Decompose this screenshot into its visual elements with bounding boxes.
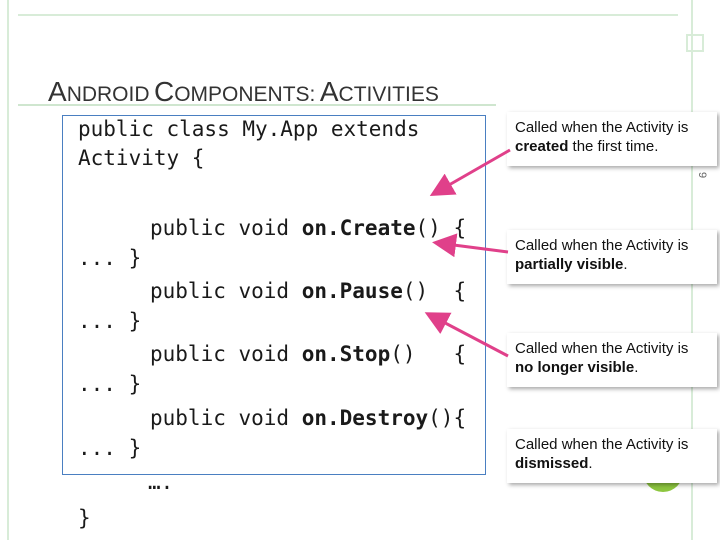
title-underline: [18, 104, 496, 106]
callout-created: Called when the Activity is created the …: [507, 112, 717, 166]
callout-dismissed: Called when the Activity is dismissed.: [507, 429, 717, 483]
top-rule: [18, 14, 678, 16]
method-onpause-close: ... }: [78, 309, 142, 333]
arrow-to-oncreate: [429, 148, 511, 196]
arrow-to-onpause: [432, 233, 509, 258]
code-final-brace: }: [78, 506, 91, 530]
slide-title: ANDROID COMPONENTS: ACTIVITIES: [48, 76, 439, 107]
method-onstop-close: ... }: [78, 372, 142, 396]
code-box: [62, 115, 486, 475]
method-onpause: public void on.Pause() {: [150, 279, 467, 303]
code-ellipsis: ….: [148, 470, 174, 494]
method-ondestroy: public void on.Destroy(){: [150, 406, 467, 430]
code-class-line: public class My.App extends: [78, 117, 420, 141]
callout-no-longer-visible: Called when the Activity is no longer vi…: [507, 333, 717, 387]
arrow-to-onstop: [424, 312, 509, 358]
method-ondestroy-close: ... }: [78, 436, 142, 460]
method-onstop: public void on.Stop() {: [150, 342, 467, 366]
method-oncreate-close: ... }: [78, 246, 142, 270]
method-oncreate: public void on.Create() {: [150, 216, 467, 240]
callout-partially-visible: Called when the Activity is partially vi…: [507, 230, 717, 284]
code-class-line-2: Activity {: [78, 146, 205, 170]
corner-decoration: [686, 34, 704, 52]
